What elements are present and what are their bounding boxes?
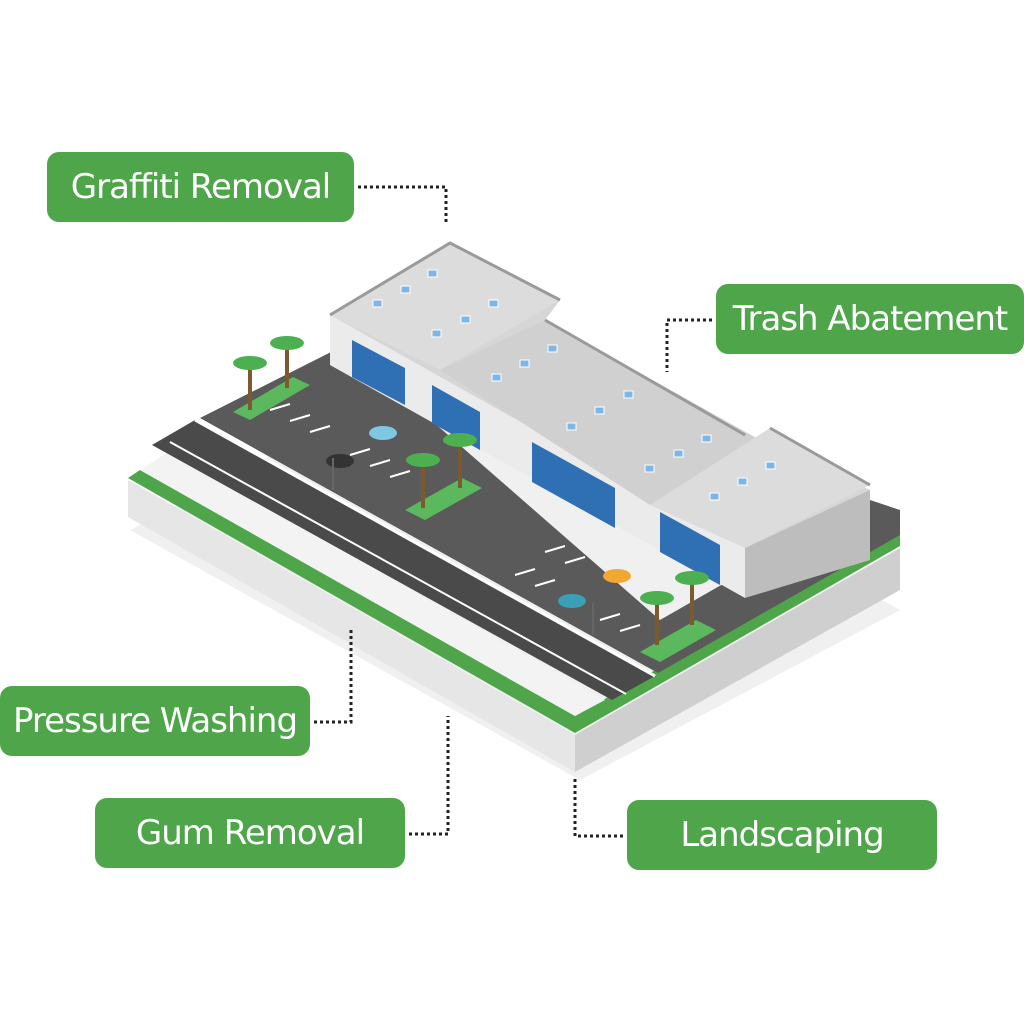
- leader-landscaping: [573, 778, 623, 838]
- palm-tree-icon: [233, 336, 709, 645]
- parking-stripes: [269, 403, 641, 632]
- strip-mall-building-icon: [329, 241, 871, 598]
- leader-trash: [665, 318, 712, 372]
- trash-abatement-label: Trash Abatement: [716, 284, 1024, 354]
- sidewalk: [140, 452, 605, 716]
- landscaping-label: Landscaping: [627, 800, 937, 870]
- leader-graffiti: [358, 185, 448, 222]
- graffiti-removal-label: Graffiti Removal: [47, 152, 354, 222]
- road: [152, 420, 655, 700]
- base-front-side: [128, 480, 575, 772]
- leader-pressure: [314, 630, 353, 724]
- planter-island-right: [640, 620, 716, 662]
- leader-gum: [409, 716, 450, 836]
- planter-island-mid: [405, 478, 482, 520]
- planter-island-left: [233, 377, 310, 420]
- base-right-side: [575, 548, 900, 772]
- parking-lot-icon: [200, 345, 900, 673]
- road-edge-line: [194, 418, 656, 678]
- gum-removal-label: Gum Removal: [95, 798, 405, 868]
- pressure-washing-label: Pressure Washing: [0, 686, 310, 756]
- grass-strip-icon: [128, 470, 575, 733]
- road-lane-line: [169, 441, 627, 695]
